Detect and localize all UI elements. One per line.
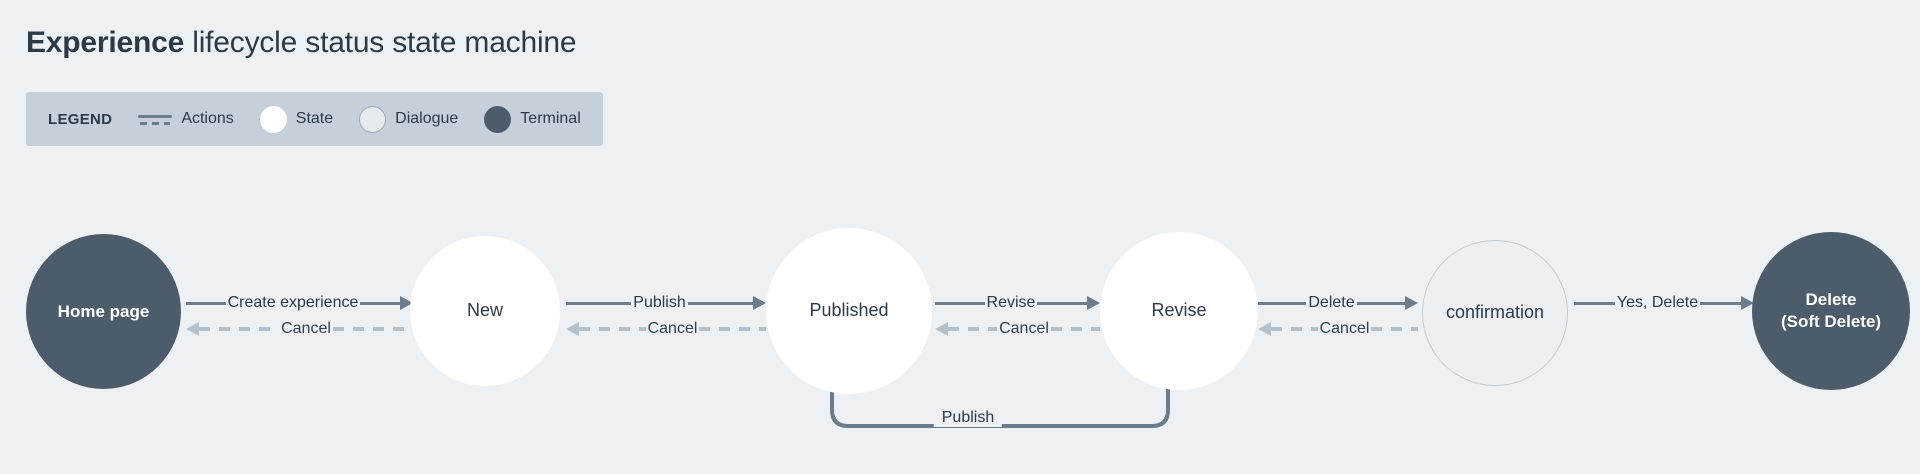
- edge-line-solid: [1574, 301, 1615, 305]
- arrow-left-icon: [186, 322, 199, 336]
- edge-line-dashed: [332, 327, 413, 331]
- edge-line-dashed: [1371, 327, 1418, 331]
- legend-item-actions: Actions: [138, 110, 234, 128]
- arrow-left-icon: [1258, 322, 1271, 336]
- node-published[interactable]: Published: [766, 228, 932, 394]
- edge-line-solid: [687, 301, 754, 305]
- edge-forward-yes-delete: Yes, Delete: [1574, 292, 1754, 314]
- edge-label-cancel: Cancel: [647, 320, 698, 337]
- edge-line-solid: [186, 301, 226, 305]
- node-label-delete-line2: (Soft Delete): [1780, 312, 1882, 331]
- edge-label-delete: Delete: [1308, 294, 1355, 311]
- legend-label-terminal: Terminal: [520, 110, 581, 127]
- terminal-circle-icon: [484, 105, 512, 133]
- edge-label-create-experience: Create experience: [227, 294, 359, 311]
- page-title: Experience lifecycle status state machin…: [26, 26, 577, 60]
- node-label-published: Published: [809, 300, 889, 321]
- dialogue-circle-icon: [359, 105, 387, 133]
- edge-line-dashed: [579, 327, 646, 331]
- legend: LEGEND Actions State Dialogue Terminal: [26, 92, 603, 146]
- node-home-page[interactable]: Home page: [26, 234, 181, 389]
- node-delete-soft-delete[interactable]: Delete (Soft Delete): [1752, 232, 1910, 390]
- edge-label-cancel: Cancel: [1319, 320, 1370, 337]
- arrow-right-icon: [1405, 296, 1418, 310]
- edge-new-to-published: Publish Cancel: [566, 292, 767, 362]
- edge-confirmation-to-delete: Yes, Delete: [1574, 292, 1754, 362]
- arrow-right-icon: [1741, 296, 1754, 310]
- edge-line-dashed: [948, 327, 998, 331]
- edge-back-cancel-2: Cancel: [566, 318, 766, 340]
- legend-item-state: State: [259, 105, 334, 133]
- arrow-right-icon: [753, 296, 767, 310]
- edge-back-cancel-4: Cancel: [1258, 318, 1418, 340]
- edge-line-solid: [1700, 301, 1741, 305]
- edge-line-solid: [1037, 301, 1087, 305]
- edge-published-to-revise: Revise Cancel: [935, 292, 1100, 362]
- edge-forward-publish-1: Publish: [566, 292, 767, 314]
- edge-label-yes-delete: Yes, Delete: [1616, 294, 1699, 311]
- node-new[interactable]: New: [410, 236, 560, 386]
- edge-line-dashed: [199, 327, 280, 331]
- edge-line-solid: [1356, 301, 1405, 305]
- node-label-new: New: [466, 300, 503, 321]
- edge-line-dashed: [1050, 327, 1100, 331]
- arrow-right-icon: [400, 296, 413, 310]
- edge-label-publish-loop: Publish: [933, 409, 1003, 427]
- edge-back-cancel-3: Cancel: [935, 318, 1100, 340]
- legend-label-state: State: [295, 110, 334, 127]
- legend-item-dialogue: Dialogue: [359, 105, 459, 133]
- legend-label-dialogue: Dialogue: [395, 110, 459, 127]
- state-circle-icon: [259, 105, 287, 133]
- node-label-delete-line1: Delete: [1805, 290, 1857, 310]
- node-label-confirmation: confirmation: [1445, 302, 1545, 323]
- edge-label-cancel: Cancel: [999, 320, 1049, 337]
- node-revise[interactable]: Revise: [1100, 232, 1258, 390]
- edge-back-cancel-1: Cancel: [186, 318, 413, 340]
- legend-label-actions: Actions: [181, 110, 234, 127]
- edge-line-dashed: [699, 327, 766, 331]
- arrow-left-icon: [935, 322, 948, 336]
- arrow-left-icon: [566, 322, 579, 336]
- edge-forward-revise-1: Revise: [935, 292, 1100, 314]
- actions-lines-icon: [138, 111, 173, 127]
- edge-forward-create-experience: Create experience: [186, 292, 413, 314]
- edge-line-solid: [566, 301, 632, 305]
- edge-line-dashed: [1271, 327, 1318, 331]
- edge-line-solid: [1258, 301, 1307, 305]
- node-label-revise: Revise: [1151, 300, 1207, 321]
- node-confirmation[interactable]: confirmation: [1422, 240, 1568, 386]
- node-label-home-page: Home page: [57, 301, 150, 321]
- edge-forward-delete-1: Delete: [1258, 292, 1418, 314]
- edge-line-solid: [360, 301, 400, 305]
- edge-line-solid: [935, 301, 985, 305]
- legend-item-terminal: Terminal: [484, 105, 581, 133]
- edge-home-to-new: Create experience Cancel: [186, 292, 413, 362]
- page-title-strong: Experience: [26, 26, 185, 59]
- edge-revise-to-confirmation: Delete Cancel: [1258, 292, 1418, 362]
- edge-label-publish: Publish: [633, 294, 686, 311]
- page-title-rest: lifecycle status state machine: [184, 26, 577, 59]
- edge-label-cancel: Cancel: [281, 320, 331, 337]
- legend-title: LEGEND: [48, 110, 113, 128]
- edge-label-revise: Revise: [986, 294, 1036, 311]
- arrow-right-icon: [1087, 296, 1100, 310]
